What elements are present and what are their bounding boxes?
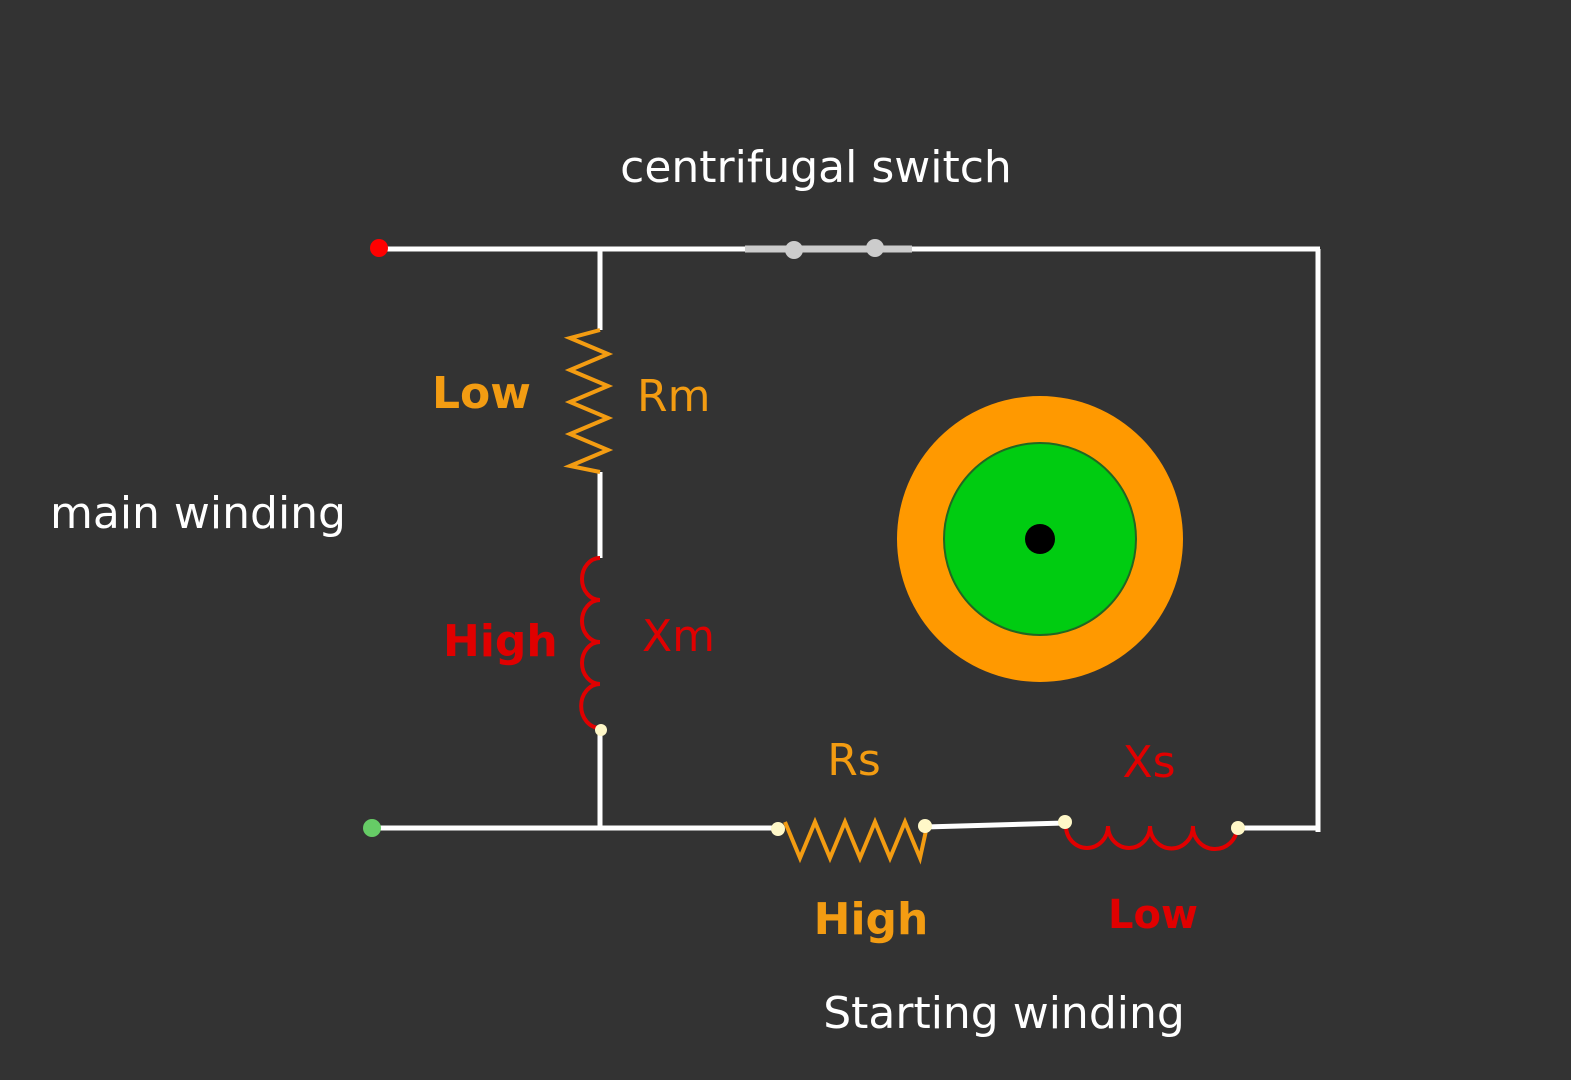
rm-level-label: Low [432,368,531,419]
neutral-terminal [363,819,381,837]
rs-level-label: High [814,894,929,945]
starting-winding-label: Starting winding [823,988,1185,1039]
node-dot [595,724,607,736]
centrifugal-switch-label: centrifugal switch [620,142,1012,193]
xm-level-label: High [443,616,558,667]
wires [372,246,1321,832]
centrifugal-switch [745,239,912,259]
rs-label: Rs [827,735,881,786]
switch-contact [785,241,803,259]
rm-resistor-symbol [563,328,614,474]
xs-inductor-symbol [1064,825,1239,851]
xm-inductor-symbol [579,556,601,730]
line-terminal [370,239,388,257]
node-dot [1058,815,1072,829]
main-winding-label: main winding [50,488,346,539]
node-dot [918,819,932,833]
xs-level-label: Low [1108,892,1198,938]
node-dot [771,822,785,836]
bottom-wire-mid [924,820,1066,830]
rm-label: Rm [637,371,710,422]
xm-label: Xm [642,611,715,662]
switch-contact [866,239,884,257]
motor-rotor [897,396,1183,682]
shaft [1025,524,1055,554]
node-dot [1231,821,1245,835]
rs-resistor-symbol [783,816,929,865]
xs-label: Xs [1122,737,1175,788]
